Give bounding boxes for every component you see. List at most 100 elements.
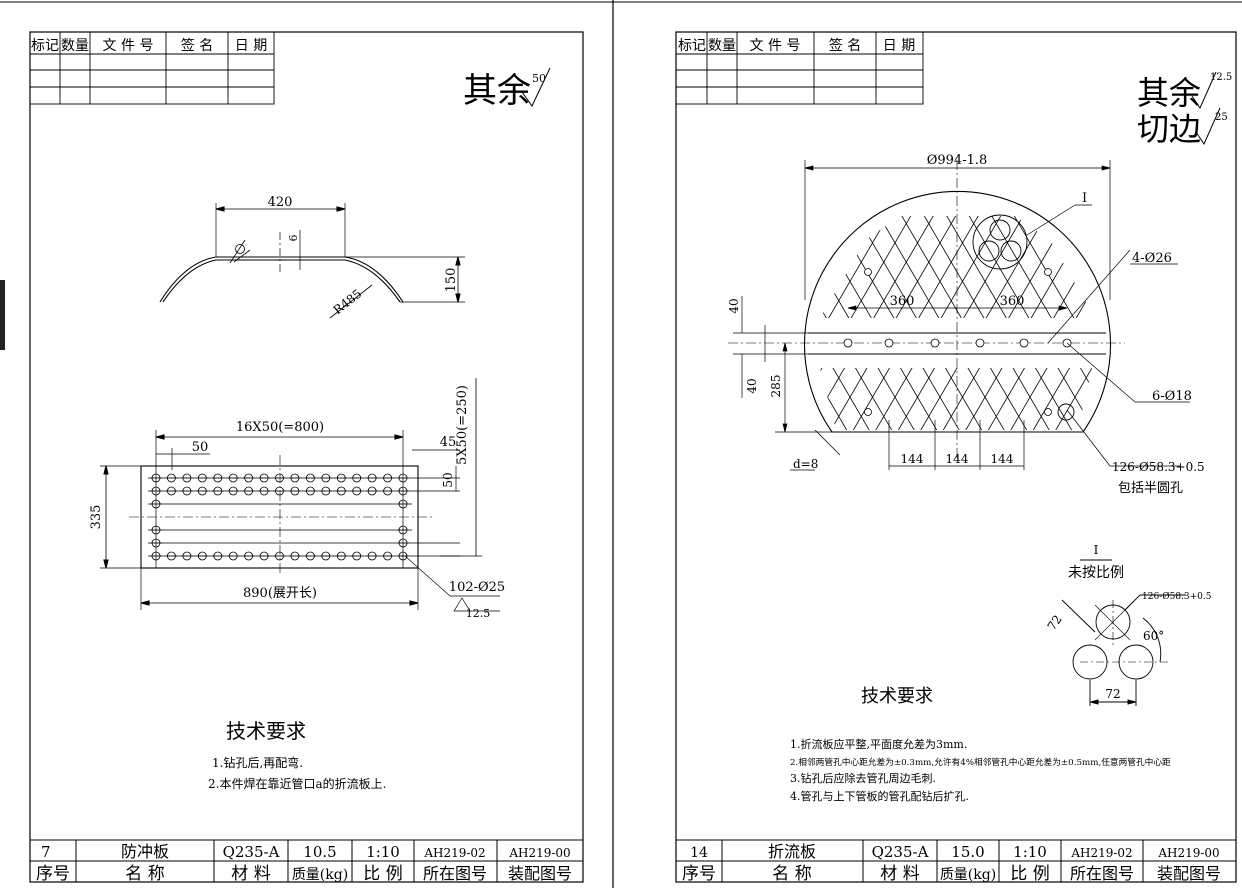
- lattice-line: [420, 200, 560, 440]
- lattice-line: [488, 200, 628, 440]
- detail-angle: 60°: [1143, 629, 1164, 643]
- lattice-line: [1072, 216, 1095, 318]
- left-sheet: 420 6 150 R485: [29, 31, 584, 883]
- lattice-line: [330, 200, 470, 440]
- left-title-block: [30, 839, 583, 882]
- left-roughness-label: 其余: [463, 71, 531, 111]
- lattice-line: [820, 368, 898, 430]
- detail-pitch-a: 72: [1045, 612, 1065, 633]
- left-row-assembly: AH219-00: [508, 846, 570, 860]
- left-roughness-symbol: [521, 67, 551, 107]
- lattice-line: [892, 368, 1033, 430]
- left-hdr-seq: 序号: [36, 864, 70, 884]
- lattice-line: [847, 216, 988, 318]
- left-bottom-header: 序号 名 称 材 料 质量(kg) 比 例 所在图号 装配图号: [36, 864, 572, 884]
- lattice-line: [1163, 200, 1242, 440]
- right-revision-block: [675, 31, 924, 105]
- lattice-line: [330, 200, 470, 440]
- lattice-line: [488, 200, 628, 440]
- dim-thickness: 6: [287, 235, 300, 242]
- left-tech-title: 技术要求: [226, 719, 306, 743]
- left-row-scale: 1:10: [366, 843, 400, 861]
- lattice-line: [1004, 368, 1092, 430]
- tie-rod-hole: [1044, 408, 1052, 416]
- lattice-line: [847, 368, 988, 430]
- left-tech-note-1: 1.钻孔后,再配弯.: [212, 755, 303, 770]
- detail-scale: 未按比例: [1068, 565, 1124, 581]
- left-row-material: Q235-A: [223, 843, 280, 861]
- lattice-line: [353, 200, 493, 440]
- dim-hole-span: 16X50(=800): [236, 420, 324, 435]
- right-hdr-name: 名 称: [772, 864, 811, 884]
- lattice-line: [420, 200, 560, 440]
- lattice-line: [1208, 200, 1242, 440]
- left-hdr-name: 名 称: [125, 864, 164, 884]
- lattice-line: [533, 200, 673, 440]
- left-roughness-value: 50: [532, 72, 546, 85]
- dim-tube-holes-note: 包括半圆孔: [1118, 481, 1183, 496]
- left-plate-texts: 16X50(=800) 50 45 5X50(=250) 50 335 890(…: [89, 385, 505, 620]
- dim-row-pitch: 50: [441, 472, 455, 487]
- left-plate-view: [100, 378, 500, 612]
- detail-marker: [972, 214, 1075, 421]
- dim-width-top: 420: [268, 195, 293, 210]
- lattice-line: [1185, 200, 1242, 440]
- lattice-line: [1185, 200, 1242, 440]
- baffle-dimensions: [733, 160, 1190, 471]
- right-roughness-label: 其余: [1137, 74, 1201, 112]
- rev-header-date: 日 期: [235, 38, 267, 54]
- lattice-line: [420, 200, 560, 440]
- dim-span-right: 360: [1000, 294, 1025, 309]
- lattice-line: [1118, 200, 1242, 440]
- lattice-line: [1049, 368, 1092, 430]
- right-tech-title: 技术要求: [861, 686, 933, 707]
- right-row-seq: 14: [690, 845, 708, 861]
- lattice-line: [1208, 200, 1242, 440]
- lattice-line: [820, 216, 831, 318]
- right-row-assembly: AH219-00: [1157, 846, 1219, 860]
- lattice-line: [1094, 216, 1095, 318]
- lattice-line: [353, 200, 493, 440]
- right-hdr-seq: 序号: [682, 864, 716, 884]
- lattice-line: [510, 200, 650, 440]
- lattice-line: [668, 200, 808, 440]
- lattice-line: [1004, 216, 1095, 318]
- lattice-line: [914, 368, 1056, 430]
- lattice-line: [510, 200, 650, 440]
- lattice-line: [668, 200, 808, 440]
- lattice-line: [600, 200, 740, 440]
- lattice-line: [510, 200, 650, 440]
- lattice-line: [1163, 200, 1242, 440]
- dim-holes-18: 6-Ø18: [1152, 389, 1192, 404]
- lattice-line: [824, 368, 966, 430]
- lattice-line: [820, 368, 831, 430]
- tie-rod-hole: [864, 268, 872, 276]
- lattice-line: [555, 200, 695, 440]
- lattice-line: [1208, 200, 1242, 440]
- lattice-line: [600, 200, 740, 440]
- dim-pitch-2: 144: [946, 452, 969, 466]
- baffle-hole: [843, 338, 853, 348]
- lattice-line: [937, 368, 1078, 430]
- detail-view: [1061, 559, 1186, 706]
- left-row-drawing: AH219-02: [423, 846, 485, 860]
- lattice-line: [824, 368, 966, 430]
- dim-pitch: 50: [192, 440, 209, 455]
- left-hole-grid: [150, 473, 409, 561]
- right-row-name: 折流板: [768, 842, 816, 861]
- lattice-line: [623, 200, 763, 440]
- dim-thickness: d=8: [793, 457, 818, 471]
- lattice-line: [533, 200, 673, 440]
- lattice-line: [465, 200, 605, 440]
- dim-span-left: 360: [890, 294, 915, 309]
- lattice-line: [555, 200, 695, 440]
- right-title-block: [676, 839, 1236, 882]
- lattice-line: [353, 200, 493, 440]
- left-row-name: 防冲板: [121, 842, 169, 861]
- lattice-line: [1140, 200, 1242, 440]
- dim-pitch-1: 144: [901, 452, 924, 466]
- dim-hole-roughness: 12.5: [466, 607, 491, 620]
- lattice-line: [375, 200, 515, 440]
- left-hdr-mass: 质量(kg): [292, 867, 348, 883]
- lattice-line: [623, 200, 763, 440]
